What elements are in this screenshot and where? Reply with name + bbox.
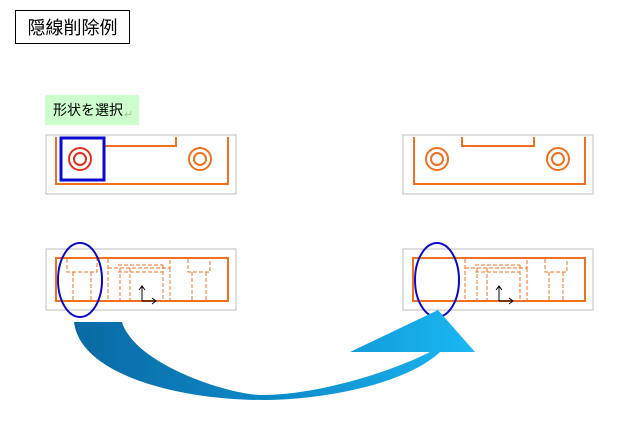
view-frame <box>402 134 594 195</box>
page-title-text: 隠線削除例 <box>27 18 118 39</box>
step-label: 形状を選択 ↵ <box>45 95 140 125</box>
hidden-lines <box>66 259 211 301</box>
selection-box <box>59 136 106 182</box>
step-label-text: 形状を選択 <box>53 103 123 119</box>
view-frame <box>402 248 594 311</box>
hole-right[interactable] <box>188 147 212 171</box>
after-top-view[interactable] <box>402 134 594 195</box>
hole-left[interactable] <box>68 147 92 171</box>
axis-arrow-icon <box>138 285 157 305</box>
hole-left[interactable] <box>425 147 449 171</box>
view-frame <box>45 134 237 195</box>
highlight-ellipse <box>57 242 103 318</box>
page-title: 隠線削除例 <box>15 10 130 44</box>
before-front-view[interactable] <box>45 242 237 318</box>
after-front-view[interactable] <box>402 242 594 318</box>
part-outline <box>55 137 229 185</box>
view-frame <box>45 248 237 311</box>
part-outline <box>413 137 586 185</box>
part-slot <box>461 137 535 147</box>
curved-arrow-icon <box>74 310 475 400</box>
hole-right[interactable] <box>546 147 570 171</box>
return-mark: ↵ <box>124 107 134 121</box>
before-top-view[interactable] <box>45 134 237 195</box>
hidden-lines <box>464 259 568 301</box>
axis-arrow-icon <box>495 285 514 305</box>
